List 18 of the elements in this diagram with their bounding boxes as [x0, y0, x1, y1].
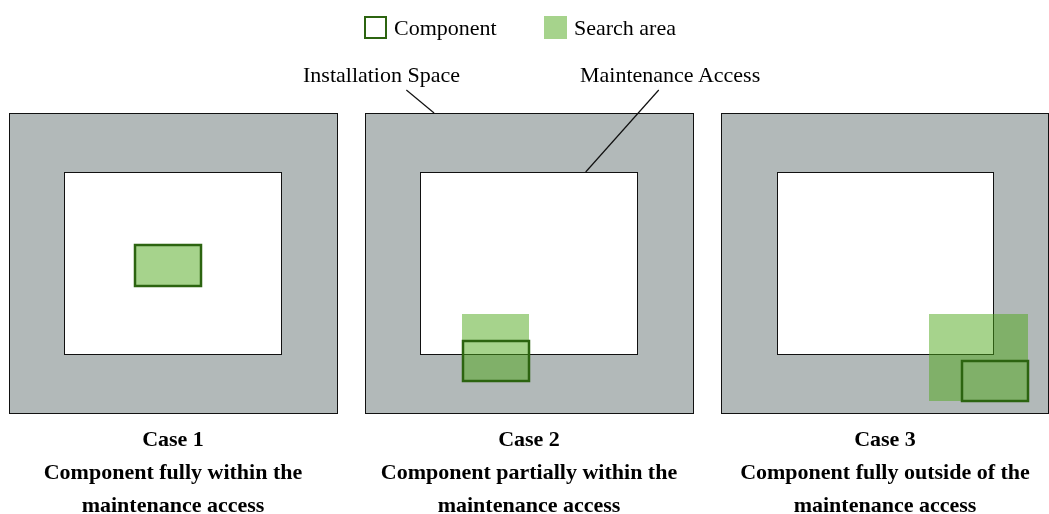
installation-space-box — [721, 113, 1049, 414]
case-title: Case 2 — [497, 425, 561, 453]
installation-space-box — [9, 113, 338, 414]
case-description: Component partially within the maintenance access — [379, 458, 679, 514]
maintenance-access-box — [776, 171, 994, 355]
leader-line — [405, 89, 435, 114]
part-label: Installation Space — [303, 62, 460, 87]
legend-label: Component — [394, 15, 497, 41]
case-title: Case 1 — [141, 425, 205, 453]
leader-line — [585, 89, 660, 173]
maintenance-access-box — [419, 171, 638, 355]
legend-label: Search area — [574, 15, 676, 41]
maintenance-access-box — [63, 171, 282, 355]
case-description: Component fully within the maintenance access — [42, 458, 304, 514]
part-label: Maintenance Access — [580, 62, 761, 87]
case-title: Case 3 — [853, 425, 917, 453]
installation-space-box — [365, 113, 694, 414]
case-description: Component fully outside of the maintenance access — [739, 458, 1031, 514]
